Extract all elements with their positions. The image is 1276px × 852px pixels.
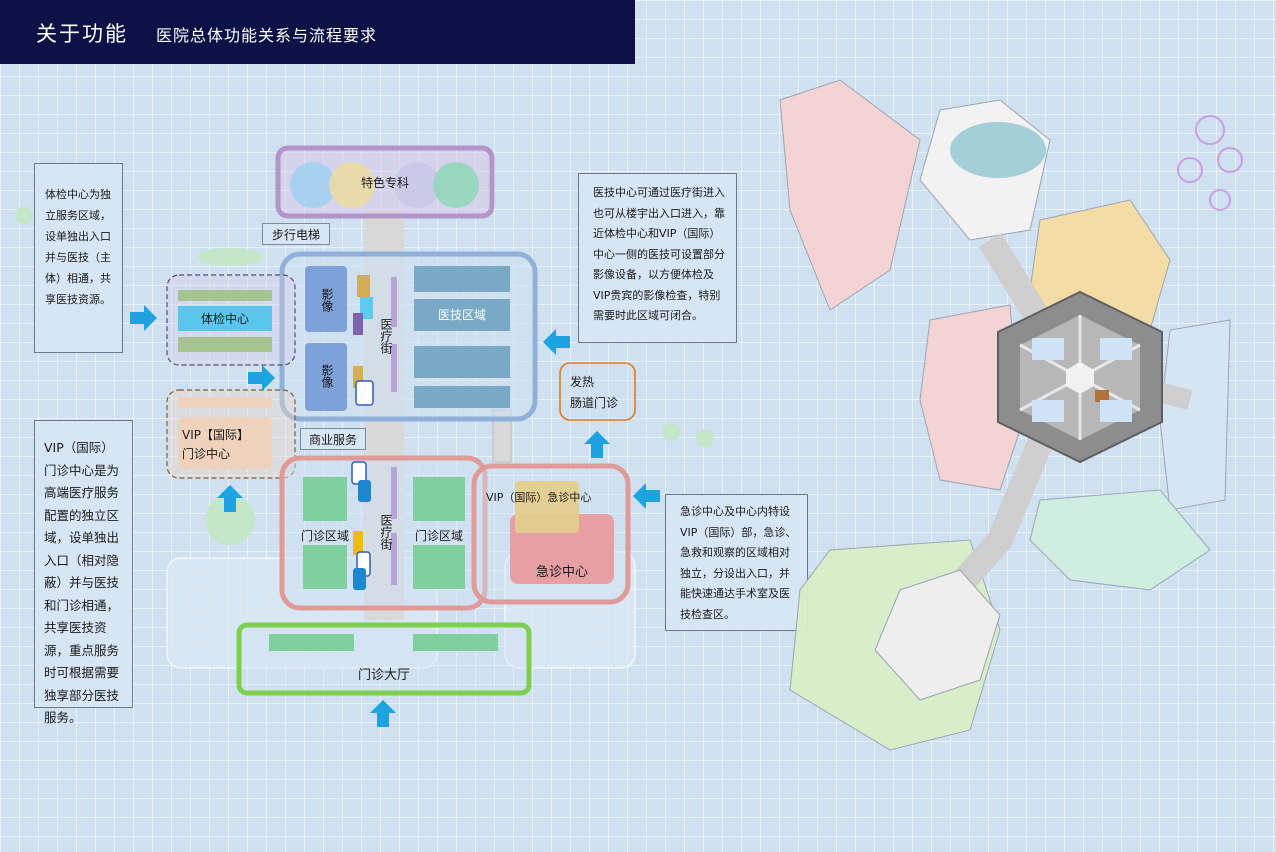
arrow-right-icon: [248, 365, 275, 391]
fever-clinic-label: 发热 肠道门诊: [570, 375, 619, 410]
checkup-note: 体检中心为独立服务区域，设单独出入口并与医技（主体）相通，共享医技资源。: [34, 163, 123, 353]
emergency-note: 急诊中心及中心内特设VIP（国际）部，急诊、急救和观察的区域相对独立，分设出入口…: [665, 494, 808, 631]
page-title: 关于功能: [36, 22, 128, 46]
arrow-up-icon: [370, 700, 396, 727]
plan-wing-east: [1159, 319, 1231, 511]
medtech-area-label: 医技区域: [437, 308, 486, 322]
arrow-left-icon: [543, 329, 570, 355]
vip-emergency-label: VIP（国际）急诊中心: [486, 491, 592, 504]
arrow-up-icon: [584, 431, 610, 458]
page-subtitle: 医院总体功能关系与流程要求: [156, 26, 378, 45]
plan-wing-west: [919, 304, 1021, 491]
med-street-label-1: 医疗街: [379, 318, 393, 354]
emergency-note-text: 急诊中心及中心内特设VIP（国际）部，急诊、急救和观察的区域相对独立，分设出入口…: [680, 505, 797, 621]
lobby-label: 门诊大厅: [357, 668, 410, 683]
header-bar: [0, 0, 635, 64]
arrow-left-icon: [633, 483, 660, 509]
imaging-label-2: 影像: [320, 364, 334, 388]
specialty-label: 特色专科: [360, 176, 409, 190]
arrow-up-icon: [217, 485, 243, 512]
vip-clinic-label: VIP【国际】 门诊中心: [182, 428, 249, 461]
imaging-label-1: 影像: [320, 288, 334, 312]
emergency-center-label: 急诊中心: [535, 565, 588, 580]
commercial-tag: 商业服务: [300, 428, 366, 450]
function-diagram: [15, 145, 714, 727]
med-street-label-2: 医疗街: [379, 514, 393, 550]
vip-note: VIP（国际）门诊中心是为高端医疗服务配置的独立区域，设单独出入口（相对隐蔽）并…: [34, 420, 133, 725]
arrow-right-icon: [130, 305, 157, 331]
vip-note-text: VIP（国际）门诊中心是为高端医疗服务配置的独立区域，设单独出入口（相对隐蔽）并…: [44, 440, 120, 725]
clinic-area-label-left: 门诊区域: [300, 529, 349, 543]
plan-wing-northwest: [779, 79, 921, 311]
checkup-center-label: 体检中心: [200, 312, 249, 326]
medtech-note: 医技中心可通过医疗街进入也可从楼宇出入口进入，靠近体检中心和VIP（国际）中心一…: [578, 173, 737, 343]
floor-plan-illustration: [779, 79, 1243, 751]
medtech-note-text: 医技中心可通过医疗街进入也可从楼宇出入口进入，靠近体检中心和VIP（国际）中心一…: [593, 186, 725, 322]
flow-arrows: [130, 305, 660, 727]
checkup-note-text: 体检中心为独立服务区域，设单独出入口并与医技（主体）相通，共享医技资源。: [45, 188, 111, 306]
escalator-tag: 步行电梯: [262, 223, 330, 245]
plan-wing-southeast: [1029, 489, 1211, 591]
clinic-area-label-right: 门诊区域: [414, 529, 463, 543]
